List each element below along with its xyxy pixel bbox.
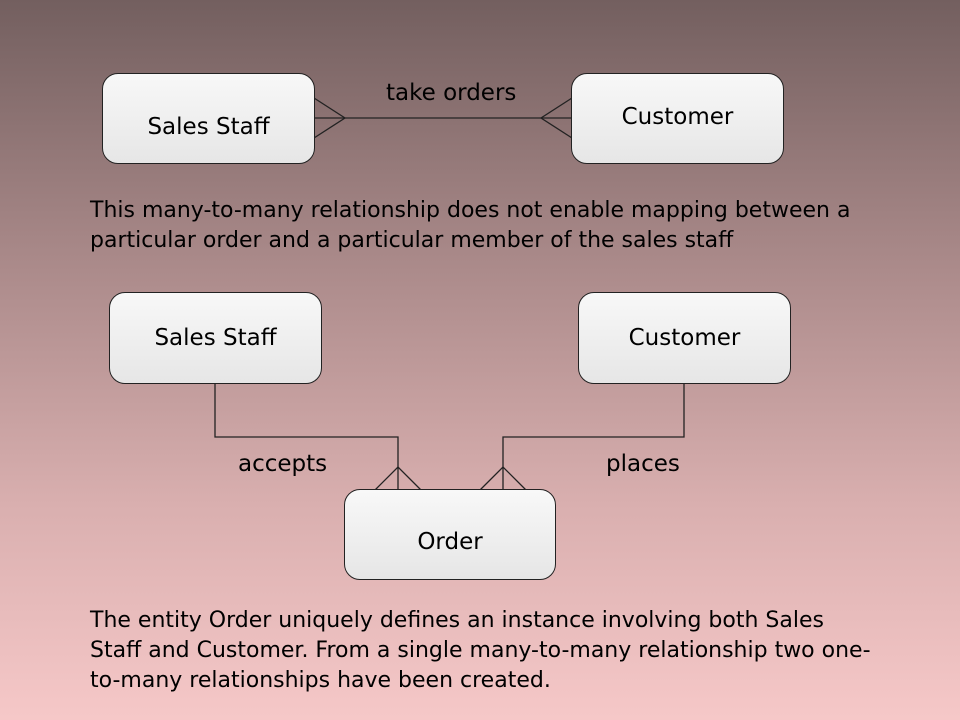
entity-label: Sales Staff [147,113,270,140]
entity-customer-bottom: Customer [578,292,791,384]
accepts-line [214,384,399,490]
crows-foot-sales-staff [313,97,347,139]
note-many-to-many: This many-to-many relationship does not … [90,198,851,253]
crows-foot-order-right [479,466,527,491]
crows-foot-order-left [374,466,422,491]
entity-label: Customer [628,325,741,351]
relationship-accepts: accepts [238,451,328,477]
crows-foot-customer [539,97,573,139]
relationship-places: places [606,451,680,477]
entity-customer-top: Customer [571,73,784,164]
entity-label: Order [417,528,483,555]
entity-sales-staff-bottom: Sales Staff [109,292,322,384]
relationship-take-orders: take orders [386,80,517,106]
places-line [502,384,685,490]
entity-order: Order [344,489,556,580]
note-order-entity: The entity Order uniquely defines an ins… [90,608,871,693]
entity-sales-staff-top: Sales Staff [102,73,315,164]
entity-label: Sales Staff [154,325,277,351]
entity-label: Customer [621,104,734,130]
